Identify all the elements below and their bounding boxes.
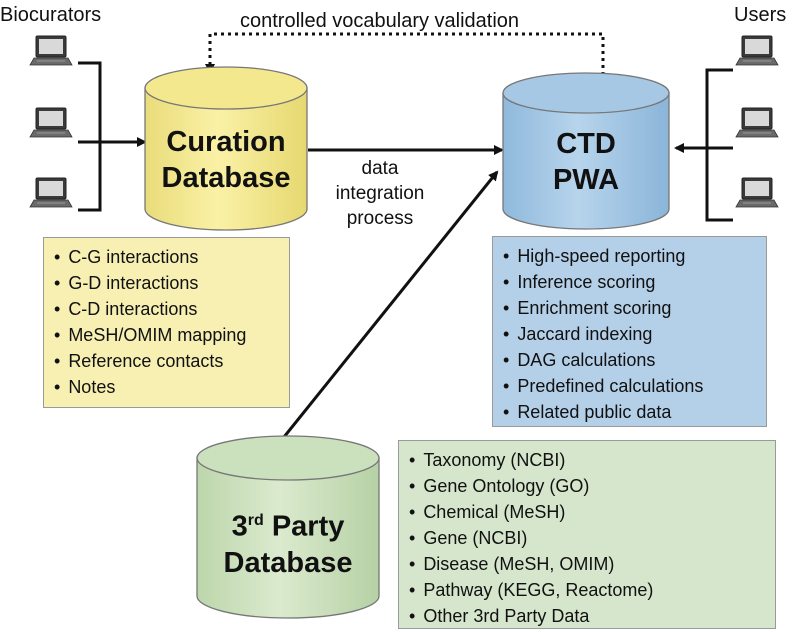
list-item: Other 3rd Party Data — [409, 603, 767, 629]
list-item: High-speed reporting — [503, 243, 758, 269]
feedback-label: controlled vocabulary validation — [240, 10, 520, 32]
ctd-pwa-feature-list: High-speed reporting Inference scoring E… — [492, 236, 767, 427]
list-item: G-D interactions — [54, 270, 281, 296]
list-item: Gene (NCBI) — [409, 525, 767, 551]
title-line: CTD — [556, 128, 616, 160]
list-item: Pathway (KEGG, Reactome) — [409, 577, 767, 603]
users-label: Users — [734, 4, 787, 26]
ctd-pwa-title: CTD PWA — [503, 126, 669, 198]
list-item: Predefined calculations — [503, 373, 758, 399]
flow-label: data integration process — [320, 156, 440, 231]
biocurator-connector — [78, 61, 102, 212]
list-item: Disease (MeSH, OMIM) — [409, 551, 767, 577]
list-item: Chemical (MeSH) — [409, 499, 767, 525]
title-line: Curation — [166, 126, 286, 158]
laptop-icon — [735, 107, 779, 138]
title-line: PWA — [552, 164, 620, 196]
title-line: 3rd Party — [231, 510, 345, 543]
ctd-pwa-cylinder — [502, 72, 670, 230]
list-item: Jaccard indexing — [503, 321, 758, 347]
list-item: Enrichment scoring — [503, 295, 758, 321]
list-item: Taxonomy (NCBI) — [409, 447, 767, 473]
vocabulary-validation-arrow — [205, 32, 605, 82]
laptop-icon — [29, 107, 73, 138]
laptop-icon — [735, 177, 779, 208]
list-item: DAG calculations — [503, 347, 758, 373]
laptop-icon — [735, 35, 779, 66]
third-party-database-cylinder — [196, 435, 380, 619]
list-item: Related public data — [503, 399, 758, 425]
flow-label-line: process — [346, 208, 414, 229]
third-party-db-title: 3rd Party Database — [197, 503, 379, 581]
curation-database-cylinder — [144, 66, 308, 231]
list-item: Inference scoring — [503, 269, 758, 295]
list-item: C-G interactions — [54, 244, 281, 270]
flow-label-line: integration — [335, 183, 425, 204]
curation-db-title: Curation Database — [145, 124, 307, 196]
third-party-arrow — [282, 170, 499, 438]
list-item: MeSH/OMIM mapping — [54, 322, 281, 348]
title-line: Database — [223, 546, 353, 579]
flow-label-line: data — [361, 158, 399, 179]
curation-feature-list: C-G interactions G-D interactions C-D in… — [43, 237, 290, 408]
list-item: Notes — [54, 374, 281, 400]
list-item: Reference contacts — [54, 348, 281, 374]
title-superscript: rd — [247, 512, 264, 529]
laptop-icon — [29, 35, 73, 66]
laptop-icon — [29, 177, 73, 208]
third-party-source-list: Taxonomy (NCBI) Gene Ontology (GO) Chemi… — [398, 440, 776, 629]
list-item: C-D interactions — [54, 296, 281, 322]
users-connector — [705, 68, 733, 222]
biocurators-label: Biocurators — [0, 4, 102, 26]
list-item: Gene Ontology (GO) — [409, 473, 767, 499]
title-line: Database — [161, 162, 291, 194]
